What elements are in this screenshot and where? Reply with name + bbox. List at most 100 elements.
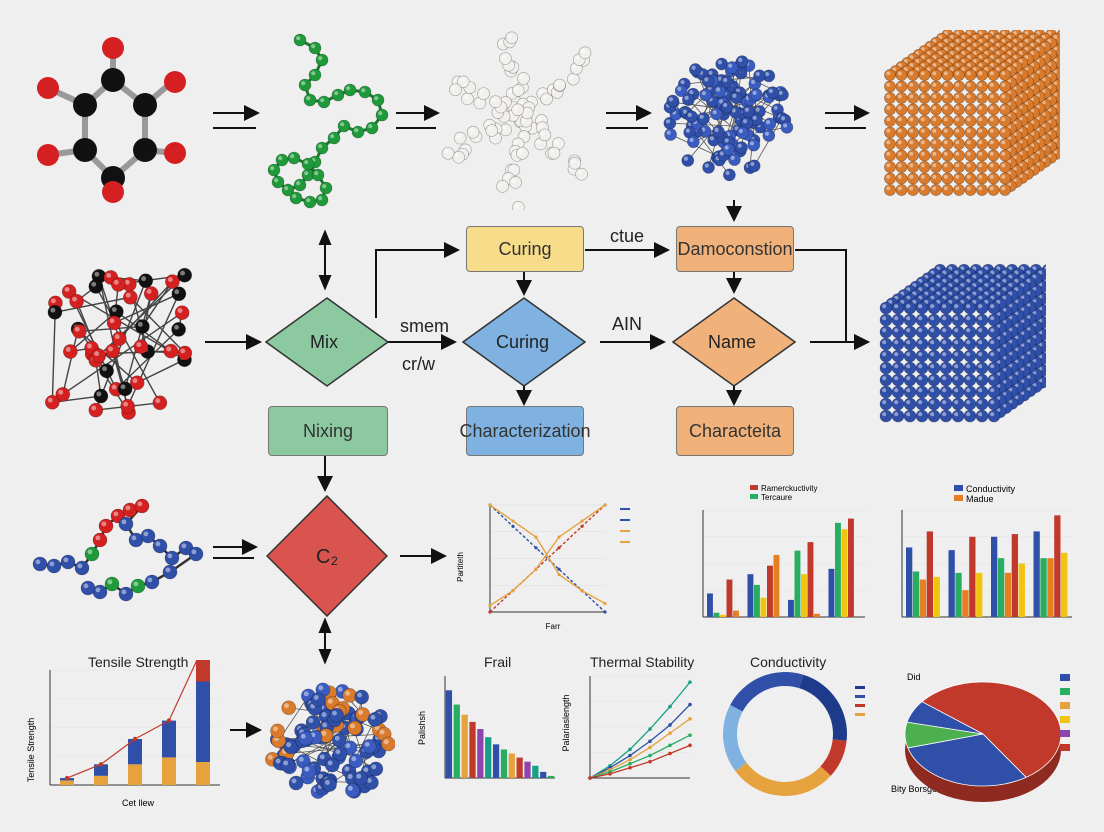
- cube-atom-shine: [1024, 147, 1029, 152]
- rb-atom-shine: [111, 307, 117, 313]
- cube-atom-shine: [966, 128, 971, 133]
- cluster-atom-shine: [677, 86, 682, 92]
- cube-atom-shine: [909, 82, 914, 87]
- cube-atom: [915, 409, 929, 423]
- cube-atom: [930, 103, 942, 116]
- cube-atom-shine: [984, 35, 989, 40]
- cube-atom-shine: [882, 340, 887, 345]
- cluster-atom-shine: [750, 79, 756, 85]
- frail-bar-chart: Palishsh: [417, 676, 555, 779]
- cube-atom: [918, 80, 931, 93]
- white-atom: [505, 31, 519, 45]
- cube-atom-shine: [1053, 46, 1058, 51]
- cube-atom-shine: [906, 316, 911, 321]
- tensile-bar-chart: Tensile Strength Cet llew: [26, 660, 220, 808]
- cube-atom-shine: [909, 128, 914, 133]
- cube-atom-shine: [1012, 86, 1017, 91]
- cube-atom-shine: [1001, 128, 1006, 133]
- cube-atom-shine: [920, 94, 925, 99]
- cube-atom-shine: [909, 63, 914, 68]
- cluster-atom: [685, 110, 698, 124]
- damoconstion-box[interactable]: Damoconstion: [676, 226, 794, 272]
- cube-atom-shine: [1012, 31, 1017, 36]
- cluster-atom: [355, 707, 371, 722]
- cube-atom-shine: [978, 117, 983, 122]
- cube-atom: [941, 172, 954, 185]
- cube-atom-shine: [1047, 73, 1052, 78]
- cube-atom-shine: [894, 400, 899, 405]
- rb-atom: [171, 322, 186, 337]
- bond: [54, 296, 131, 313]
- white-atom-shine: [463, 94, 468, 100]
- c2-label[interactable]: C₂: [316, 546, 339, 568]
- cube-atom-shine: [1035, 93, 1040, 98]
- cube-atom-shine: [978, 412, 983, 417]
- cluster-atom-shine: [304, 766, 310, 772]
- cube-atom-shine: [906, 364, 911, 369]
- characterization-box[interactable]: Characterization: [459, 406, 591, 456]
- bar: [976, 572, 983, 617]
- line-series: [589, 718, 691, 779]
- cube-atom: [915, 361, 929, 375]
- bar: [720, 614, 726, 617]
- cube-atom-shine: [990, 364, 995, 369]
- cube-atom: [963, 397, 977, 411]
- cube-atom-shine: [990, 352, 995, 357]
- cube-atom-shine: [1018, 35, 1023, 40]
- cube-atom: [884, 172, 896, 185]
- cluster-atom: [298, 731, 313, 746]
- line-series: [489, 504, 606, 613]
- rb-atom-shine: [102, 366, 107, 372]
- characteita-box[interactable]: Characteita: [676, 406, 794, 456]
- cube-atom: [953, 80, 965, 93]
- green-atom-shine: [330, 134, 335, 139]
- name-label[interactable]: Name: [708, 332, 757, 352]
- mix-label[interactable]: Mix: [310, 332, 338, 352]
- white-atom-shine: [511, 178, 516, 183]
- white-atom-shine: [508, 89, 513, 94]
- bar-right-legend-2: Madue: [966, 494, 994, 504]
- green-atom-shine: [306, 198, 311, 203]
- green-atom-shine: [346, 86, 351, 91]
- chain-atom: [84, 546, 100, 562]
- cube-atom: [975, 337, 989, 351]
- cube-atom: [953, 115, 965, 127]
- green-atom: [371, 93, 385, 107]
- bar-chart-right: Conductivity Madue: [901, 484, 1072, 618]
- line-point: [511, 589, 515, 593]
- cube-atom-shine: [955, 186, 960, 191]
- rb-atom: [105, 343, 120, 359]
- cluster-atom-shine: [272, 726, 278, 732]
- cube-atom-shine: [955, 55, 960, 60]
- cube-atom-shine: [909, 151, 914, 156]
- cube-atom-shine: [949, 51, 954, 56]
- cube-atom-shine: [918, 316, 923, 321]
- cube-atom-shine: [918, 364, 923, 369]
- bar: [747, 574, 754, 617]
- bar-mid-legend-1: Ramerckuctivity: [761, 484, 817, 493]
- rb-atom: [106, 315, 122, 331]
- cube-atom-shine: [943, 55, 948, 60]
- white-atom-shine: [577, 170, 582, 175]
- curing-mid-label[interactable]: Curing: [496, 332, 550, 352]
- cluster-atom-shine: [322, 722, 328, 728]
- curing-top-box[interactable]: Curing: [466, 226, 584, 272]
- cube-atom-shine: [989, 105, 994, 110]
- rb-atom-shine: [123, 401, 129, 407]
- cube-atom-shine: [1047, 50, 1052, 55]
- cube-atom-shine: [966, 82, 971, 87]
- cube-atom-shine: [894, 304, 899, 309]
- nixing-box[interactable]: Nixing: [268, 406, 388, 456]
- green-atom-shine: [340, 122, 345, 127]
- bar: [962, 590, 969, 617]
- cluster-atom-shine: [303, 691, 309, 697]
- white-atom-shine: [536, 140, 541, 145]
- cube-atom-shine: [903, 59, 908, 64]
- white-atom: [511, 103, 524, 117]
- cluster-atom-shine: [699, 114, 704, 119]
- pie-chart-3d: Did Bity Borsgenmits: [891, 672, 1070, 802]
- cluster-atom-shine: [701, 91, 706, 96]
- bar: [547, 775, 555, 778]
- mixed-chain-molecule: [32, 498, 204, 602]
- cube-atom-shine: [1053, 58, 1058, 63]
